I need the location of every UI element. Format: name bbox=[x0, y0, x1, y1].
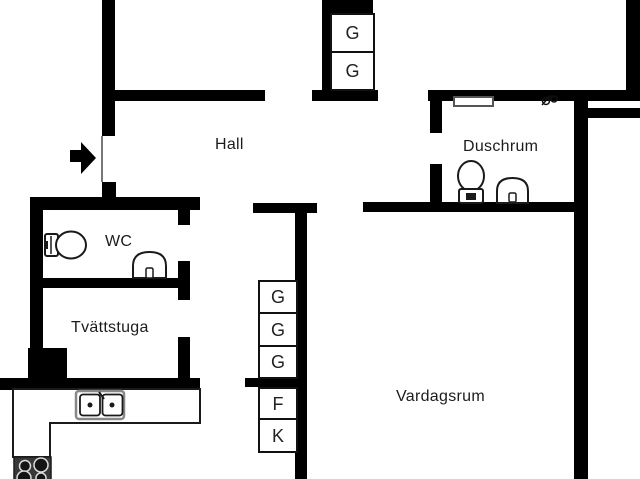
cabinet-label: G bbox=[345, 61, 360, 81]
wardrobe-cabinet-1: G bbox=[258, 280, 298, 314]
entrance-door-opening bbox=[101, 136, 103, 182]
wall-duschrum-left-stub-b bbox=[430, 164, 442, 204]
freezer-cabinet: F bbox=[258, 387, 298, 420]
wall-left-outer bbox=[30, 197, 43, 352]
wall-column-vertical bbox=[295, 203, 307, 479]
wall-wc-top bbox=[32, 197, 200, 210]
duschrum-shelf-icon bbox=[453, 96, 494, 107]
stove-icon bbox=[13, 456, 52, 479]
cabinet-label: G bbox=[270, 352, 285, 372]
room-label-vardagsrum: Vardagsrum bbox=[396, 388, 485, 405]
wall-right-spur bbox=[588, 108, 640, 118]
wall-tvattstuga-right-stub bbox=[178, 337, 190, 382]
fridge-cabinet: K bbox=[258, 418, 298, 453]
wall-wc-right-stub-b bbox=[178, 261, 190, 300]
wc-toilet-icon bbox=[44, 230, 87, 260]
room-label-wc: WC bbox=[105, 233, 133, 250]
wall-duschrum-bottom bbox=[363, 202, 588, 212]
wall-hall-top-left bbox=[115, 90, 265, 101]
room-label-tvattstuga: Tvättstuga bbox=[71, 319, 149, 336]
cabinet-label: G bbox=[270, 319, 285, 340]
duschrum-toilet-icon bbox=[457, 160, 485, 204]
kitchen-sink-icon bbox=[74, 389, 126, 421]
entrance-arrow-icon bbox=[70, 142, 96, 174]
wall-closet-top-fill bbox=[332, 0, 373, 13]
wc-sink-icon bbox=[132, 250, 167, 279]
kitchen-counter bbox=[12, 388, 201, 458]
wall-hall-top-right bbox=[312, 90, 378, 101]
cabinet-label: G bbox=[270, 287, 285, 307]
room-label-duschrum: Duschrum bbox=[463, 138, 539, 155]
wall-duschrum-left-stub-a bbox=[430, 101, 442, 133]
wall-right-edge-top bbox=[626, 0, 640, 95]
duschrum-sink-icon bbox=[496, 176, 529, 204]
cabinet-label: F bbox=[272, 393, 284, 414]
duschrum-vent-icon bbox=[541, 94, 558, 106]
wardrobe-cabinet-3: G bbox=[258, 345, 298, 379]
wall-wc-right-stub-a bbox=[178, 210, 190, 225]
wall-wc-bottom bbox=[43, 278, 190, 288]
wall-left-top-vertical bbox=[102, 0, 115, 136]
wall-duschrum-top bbox=[428, 90, 640, 101]
wall-kitchen-top bbox=[0, 378, 200, 390]
cabinet-label: K bbox=[271, 425, 284, 446]
wall-right-vertical bbox=[574, 101, 588, 479]
wall-closet-left bbox=[322, 0, 332, 91]
wall-column-divider bbox=[245, 378, 307, 387]
room-label-hall: Hall bbox=[215, 136, 244, 153]
cabinet-label: G bbox=[345, 23, 360, 43]
closet-cabinet-2: G bbox=[330, 51, 375, 91]
wall-hall-bottom-segment bbox=[253, 203, 317, 213]
wardrobe-cabinet-2: G bbox=[258, 312, 298, 347]
